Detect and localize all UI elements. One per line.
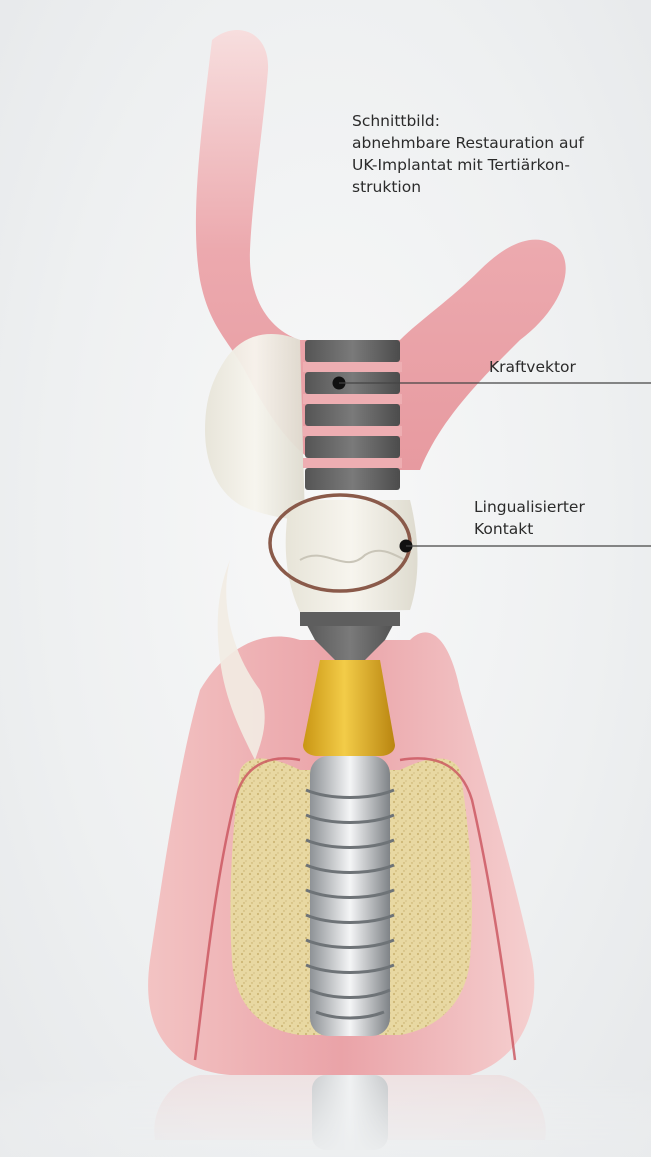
- lingualisierter-kontakt-callout: [400, 540, 651, 553]
- caption-line-4: struktion: [352, 176, 642, 198]
- lingualisierter-label-line-1: Lingualisierter: [474, 496, 585, 518]
- caption-line-3: UK-Implantat mit Tertiärkon-: [352, 154, 642, 176]
- connector-ring: [300, 612, 400, 626]
- tertiary-structure-bars: [303, 340, 402, 490]
- lingualisierter-label-line-2: Kontakt: [474, 518, 585, 540]
- caption-line-2: abnehmbare Restauration auf: [352, 132, 642, 154]
- caption-line-1: Schnittbild:: [352, 110, 642, 132]
- reflection: [0, 1075, 651, 1157]
- implant-screw: [306, 756, 394, 1036]
- figure-caption: Schnittbild: abnehmbare Restauration auf…: [352, 110, 642, 198]
- upper-tooth: [205, 334, 305, 520]
- lingualisierter-kontakt-label: Lingualisierter Kontakt: [474, 496, 585, 540]
- kraftvektor-label: Kraftvektor: [489, 356, 576, 378]
